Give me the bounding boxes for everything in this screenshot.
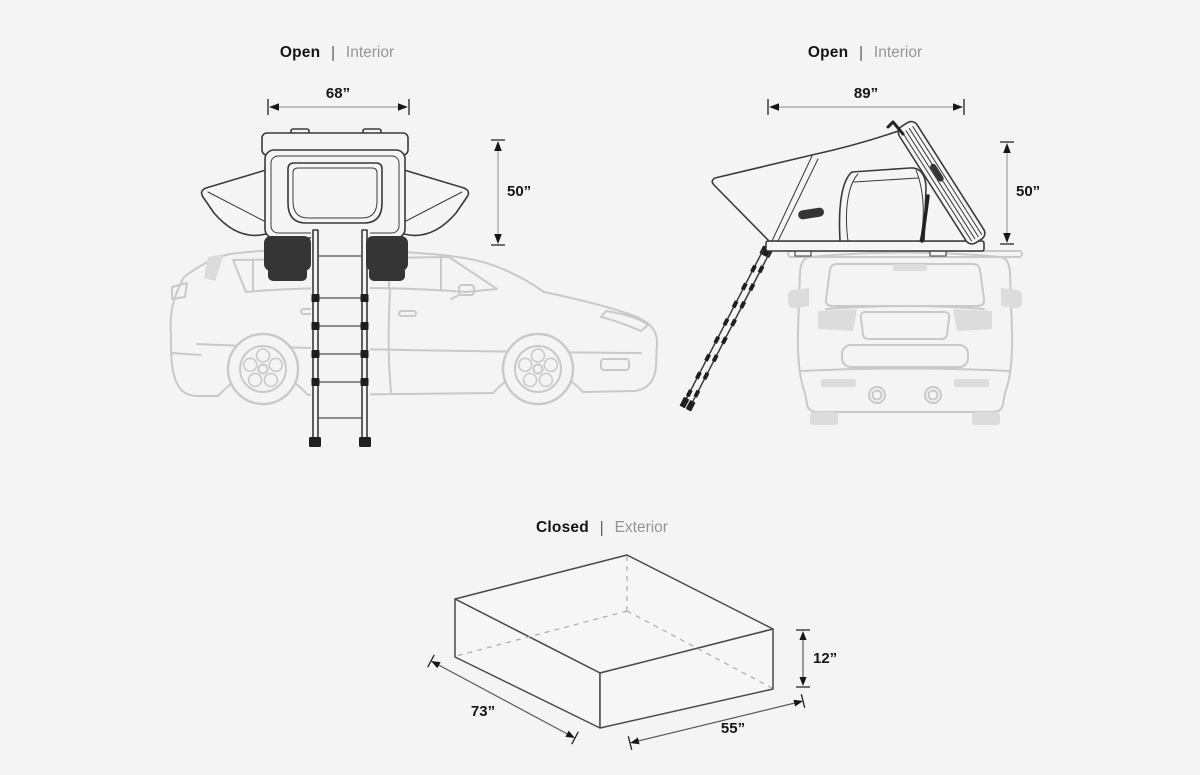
open-side-view-label: Interior	[873, 44, 923, 61]
title-separator: |	[599, 517, 604, 537]
closed-view-label: Exterior	[614, 519, 668, 536]
dim-closed-height: 12”	[796, 629, 837, 688]
ladder-foot-left	[309, 437, 321, 447]
awning-right	[403, 169, 470, 237]
title-open-front: Open | Interior	[237, 42, 437, 62]
tent-fabric	[711, 128, 973, 242]
dim-front-width: 68”	[267, 85, 410, 115]
title-open-side: Open | Interior	[765, 42, 965, 62]
title-closed: Closed | Exterior	[502, 517, 702, 537]
tent-base	[765, 240, 985, 252]
rear-wheel	[226, 332, 300, 406]
shell-lid	[897, 120, 986, 245]
front-height-label: 50”	[507, 183, 531, 200]
title-separator: |	[859, 42, 863, 62]
closed-shell-box	[454, 554, 774, 729]
side-length-label: 89”	[854, 85, 878, 102]
lid-latch-hook	[886, 120, 905, 136]
figure-open-front: 68” 50”	[169, 85, 658, 447]
dim-closed-width: 55”	[627, 694, 806, 750]
gas-strut	[920, 194, 930, 243]
dim-side-height: 50”	[1000, 141, 1040, 245]
dim-front-height: 50”	[491, 139, 531, 246]
ladder-side	[679, 245, 773, 412]
tent-window	[287, 162, 383, 224]
tent-side-view	[711, 120, 986, 257]
dim-side-length: 89”	[767, 85, 965, 115]
dim-closed-length: 73”	[427, 654, 579, 745]
boot-bags	[264, 236, 408, 281]
open-front-state-label: Open	[279, 44, 321, 61]
ladder-front	[309, 229, 371, 447]
open-front-view-label: Interior	[345, 44, 395, 61]
closed-width-label: 55”	[721, 720, 745, 737]
brand-badge	[798, 207, 824, 220]
figure-open-side: 89” 50”	[679, 85, 1040, 425]
closed-length-label: 73”	[471, 703, 495, 720]
ladder-foot-right	[359, 437, 371, 447]
open-side-state-label: Open	[807, 44, 849, 61]
car-side-view	[169, 248, 658, 406]
closed-state-label: Closed	[536, 519, 589, 536]
front-wheel	[501, 332, 575, 406]
front-width-label: 68”	[326, 85, 350, 102]
closed-height-label: 12”	[813, 650, 837, 667]
box-hidden-edges	[455, 556, 773, 689]
side-height-label: 50”	[1016, 183, 1040, 200]
lid-handle	[930, 163, 944, 182]
ladder-collars	[311, 294, 369, 386]
tent-front-view	[200, 128, 470, 239]
title-separator: |	[331, 42, 335, 62]
car-rear-view	[787, 250, 1023, 425]
figure-closed-box: 73” 55” 12”	[427, 554, 837, 750]
box-right-face	[599, 628, 774, 729]
awning-left	[200, 169, 267, 237]
